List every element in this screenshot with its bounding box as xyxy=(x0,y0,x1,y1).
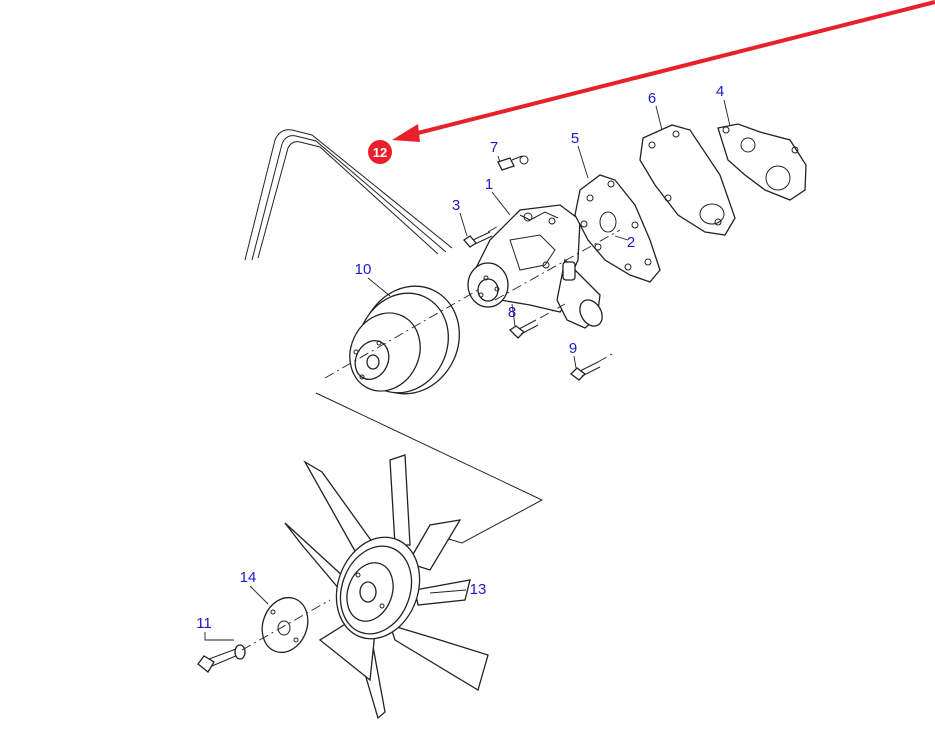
cover-plate xyxy=(639,124,736,236)
water-pump xyxy=(467,204,603,329)
bolt-7 xyxy=(497,155,529,171)
callout-3[interactable]: 3 xyxy=(452,197,460,214)
centerlines xyxy=(241,224,621,651)
small-gasket xyxy=(717,123,807,201)
bolt-11 xyxy=(197,644,246,673)
pump-gasket xyxy=(574,174,661,283)
leader-lines xyxy=(204,99,731,641)
highlight-label: 12 xyxy=(373,145,387,160)
callout-14[interactable]: 14 xyxy=(240,569,257,586)
bolt-8 xyxy=(508,319,539,339)
callout-10[interactable]: 10 xyxy=(355,261,372,278)
fan-spacer xyxy=(261,596,309,654)
highlight-badge[interactable]: 12 xyxy=(368,140,392,164)
callout-2[interactable]: 2 xyxy=(627,234,635,251)
callout-11[interactable]: 11 xyxy=(196,615,212,632)
callout-labels: 1 2 3 4 5 6 7 8 9 10 11 13 14 xyxy=(196,83,724,632)
callout-9[interactable]: 9 xyxy=(569,340,577,357)
callout-8[interactable]: 8 xyxy=(508,304,516,321)
assembly-bracket-line xyxy=(315,392,544,544)
bolt-3 xyxy=(463,231,493,248)
callout-5[interactable]: 5 xyxy=(571,130,579,147)
bolt-9 xyxy=(570,361,601,381)
fan xyxy=(284,454,489,720)
callout-4[interactable]: 4 xyxy=(716,83,724,100)
callout-7[interactable]: 7 xyxy=(490,139,498,156)
callout-6[interactable]: 6 xyxy=(648,90,656,107)
callout-13[interactable]: 13 xyxy=(470,581,487,598)
pulley xyxy=(349,285,460,395)
callout-1[interactable]: 1 xyxy=(485,176,493,193)
highlight-arrow xyxy=(392,0,935,142)
v-belt xyxy=(244,129,453,261)
